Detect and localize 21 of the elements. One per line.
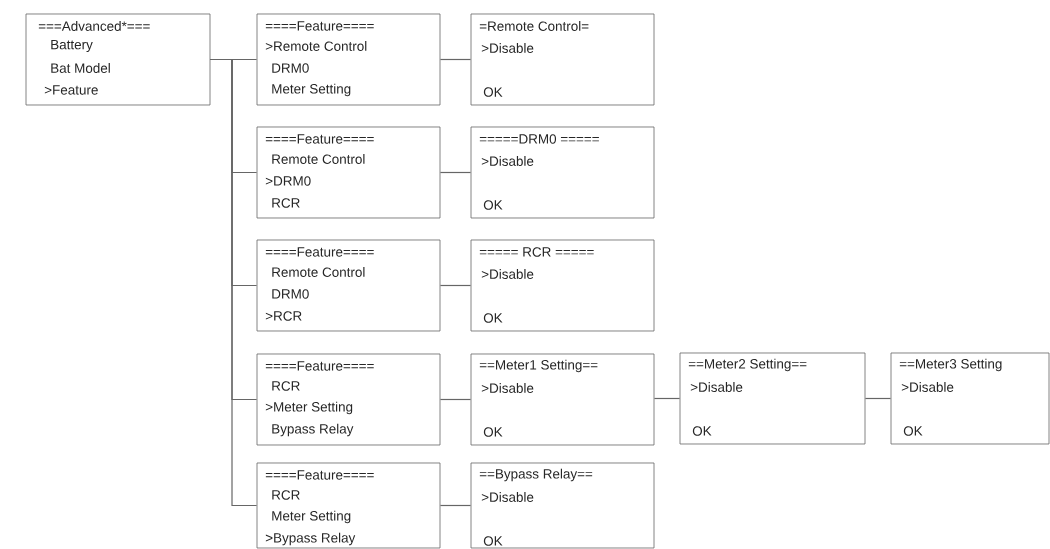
menu-screen: ====Feature==== RCR >Meter Setting Bypass Relay bbox=[256, 353, 441, 446]
menu-screen: ==Meter2 Setting== >Disable OK bbox=[679, 352, 866, 445]
connector-line bbox=[439, 398, 472, 401]
connector-line bbox=[439, 504, 472, 507]
connector-line bbox=[439, 171, 472, 174]
menu-screen: ====Feature==== RCR Meter Setting >Bypass Relay bbox=[256, 462, 441, 549]
menu-screen: =Remote Control= >Disable OK bbox=[470, 13, 655, 106]
menu-screen: ==Meter3 Setting >Disable OK bbox=[890, 352, 1050, 445]
menu-screen: ===Advanced*=== Battery Bat Model >Feature bbox=[25, 13, 211, 106]
menu-screen: ====Feature==== Remote Control DRM0 >RCR bbox=[256, 239, 441, 332]
menu-screen: ====Feature==== Remote Control >DRM0 RCR bbox=[256, 126, 441, 219]
menu-screen: ====Feature==== >Remote Control DRM0 Meter Setting bbox=[256, 13, 441, 106]
connector-line bbox=[864, 397, 892, 400]
connector-line bbox=[209, 58, 258, 507]
connector-line bbox=[653, 397, 681, 400]
connector-line bbox=[439, 58, 472, 61]
menu-screen: ==Meter1 Setting== >Disable OK bbox=[470, 353, 655, 446]
connector-line bbox=[439, 284, 472, 287]
menu-screen: ===== RCR ===== >Disable OK bbox=[470, 239, 655, 332]
menu-screen: =====DRM0 ===== >Disable OK bbox=[470, 126, 655, 219]
menu-screen: ==Bypass Relay== >Disable OK bbox=[470, 462, 655, 549]
